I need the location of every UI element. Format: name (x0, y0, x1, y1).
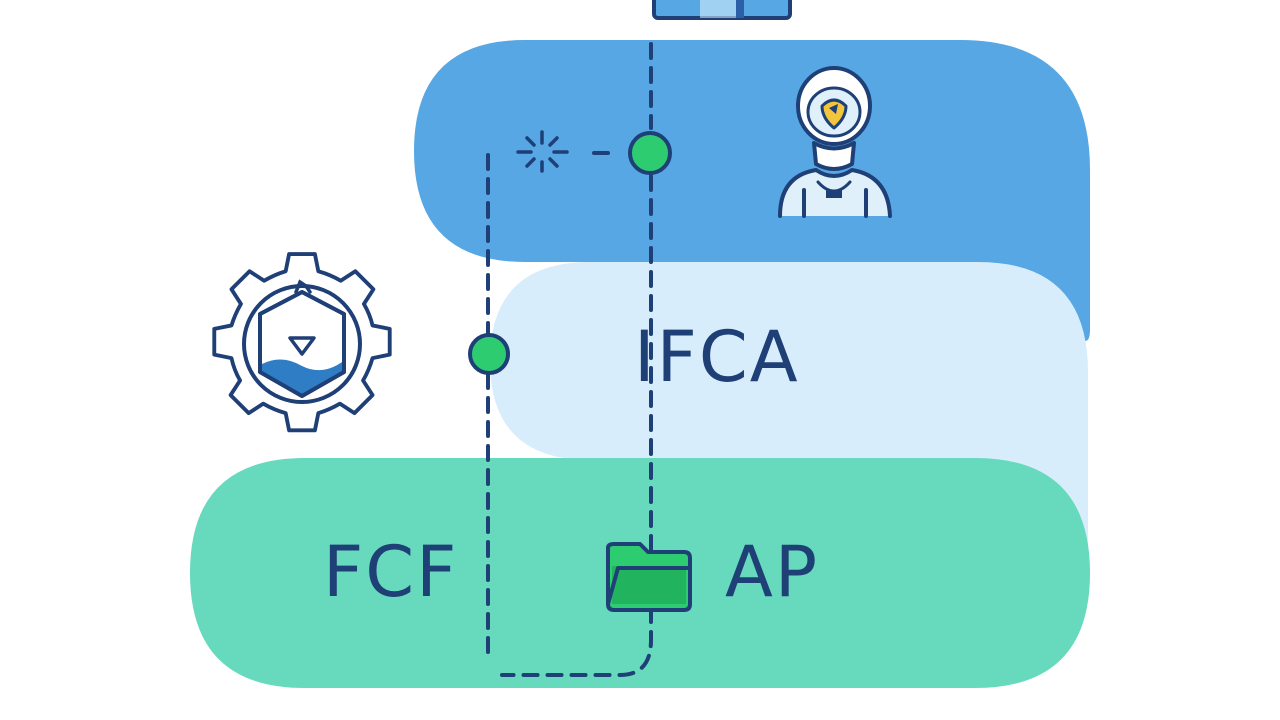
folder-icon (606, 542, 692, 612)
label-ap: AP (725, 531, 820, 613)
dashed-connectors (486, 42, 653, 677)
node-middle (468, 333, 510, 375)
label-ifca: IFCA (634, 316, 800, 398)
label-fcf: FCF (323, 531, 459, 613)
laptop-icon (652, 0, 792, 20)
top-band (414, 40, 1090, 341)
node-top (628, 131, 672, 175)
sparkle-icon (516, 130, 569, 173)
gear-shield-icon (212, 252, 392, 433)
middle-band (490, 262, 1088, 554)
astronaut-person-icon (778, 66, 892, 218)
